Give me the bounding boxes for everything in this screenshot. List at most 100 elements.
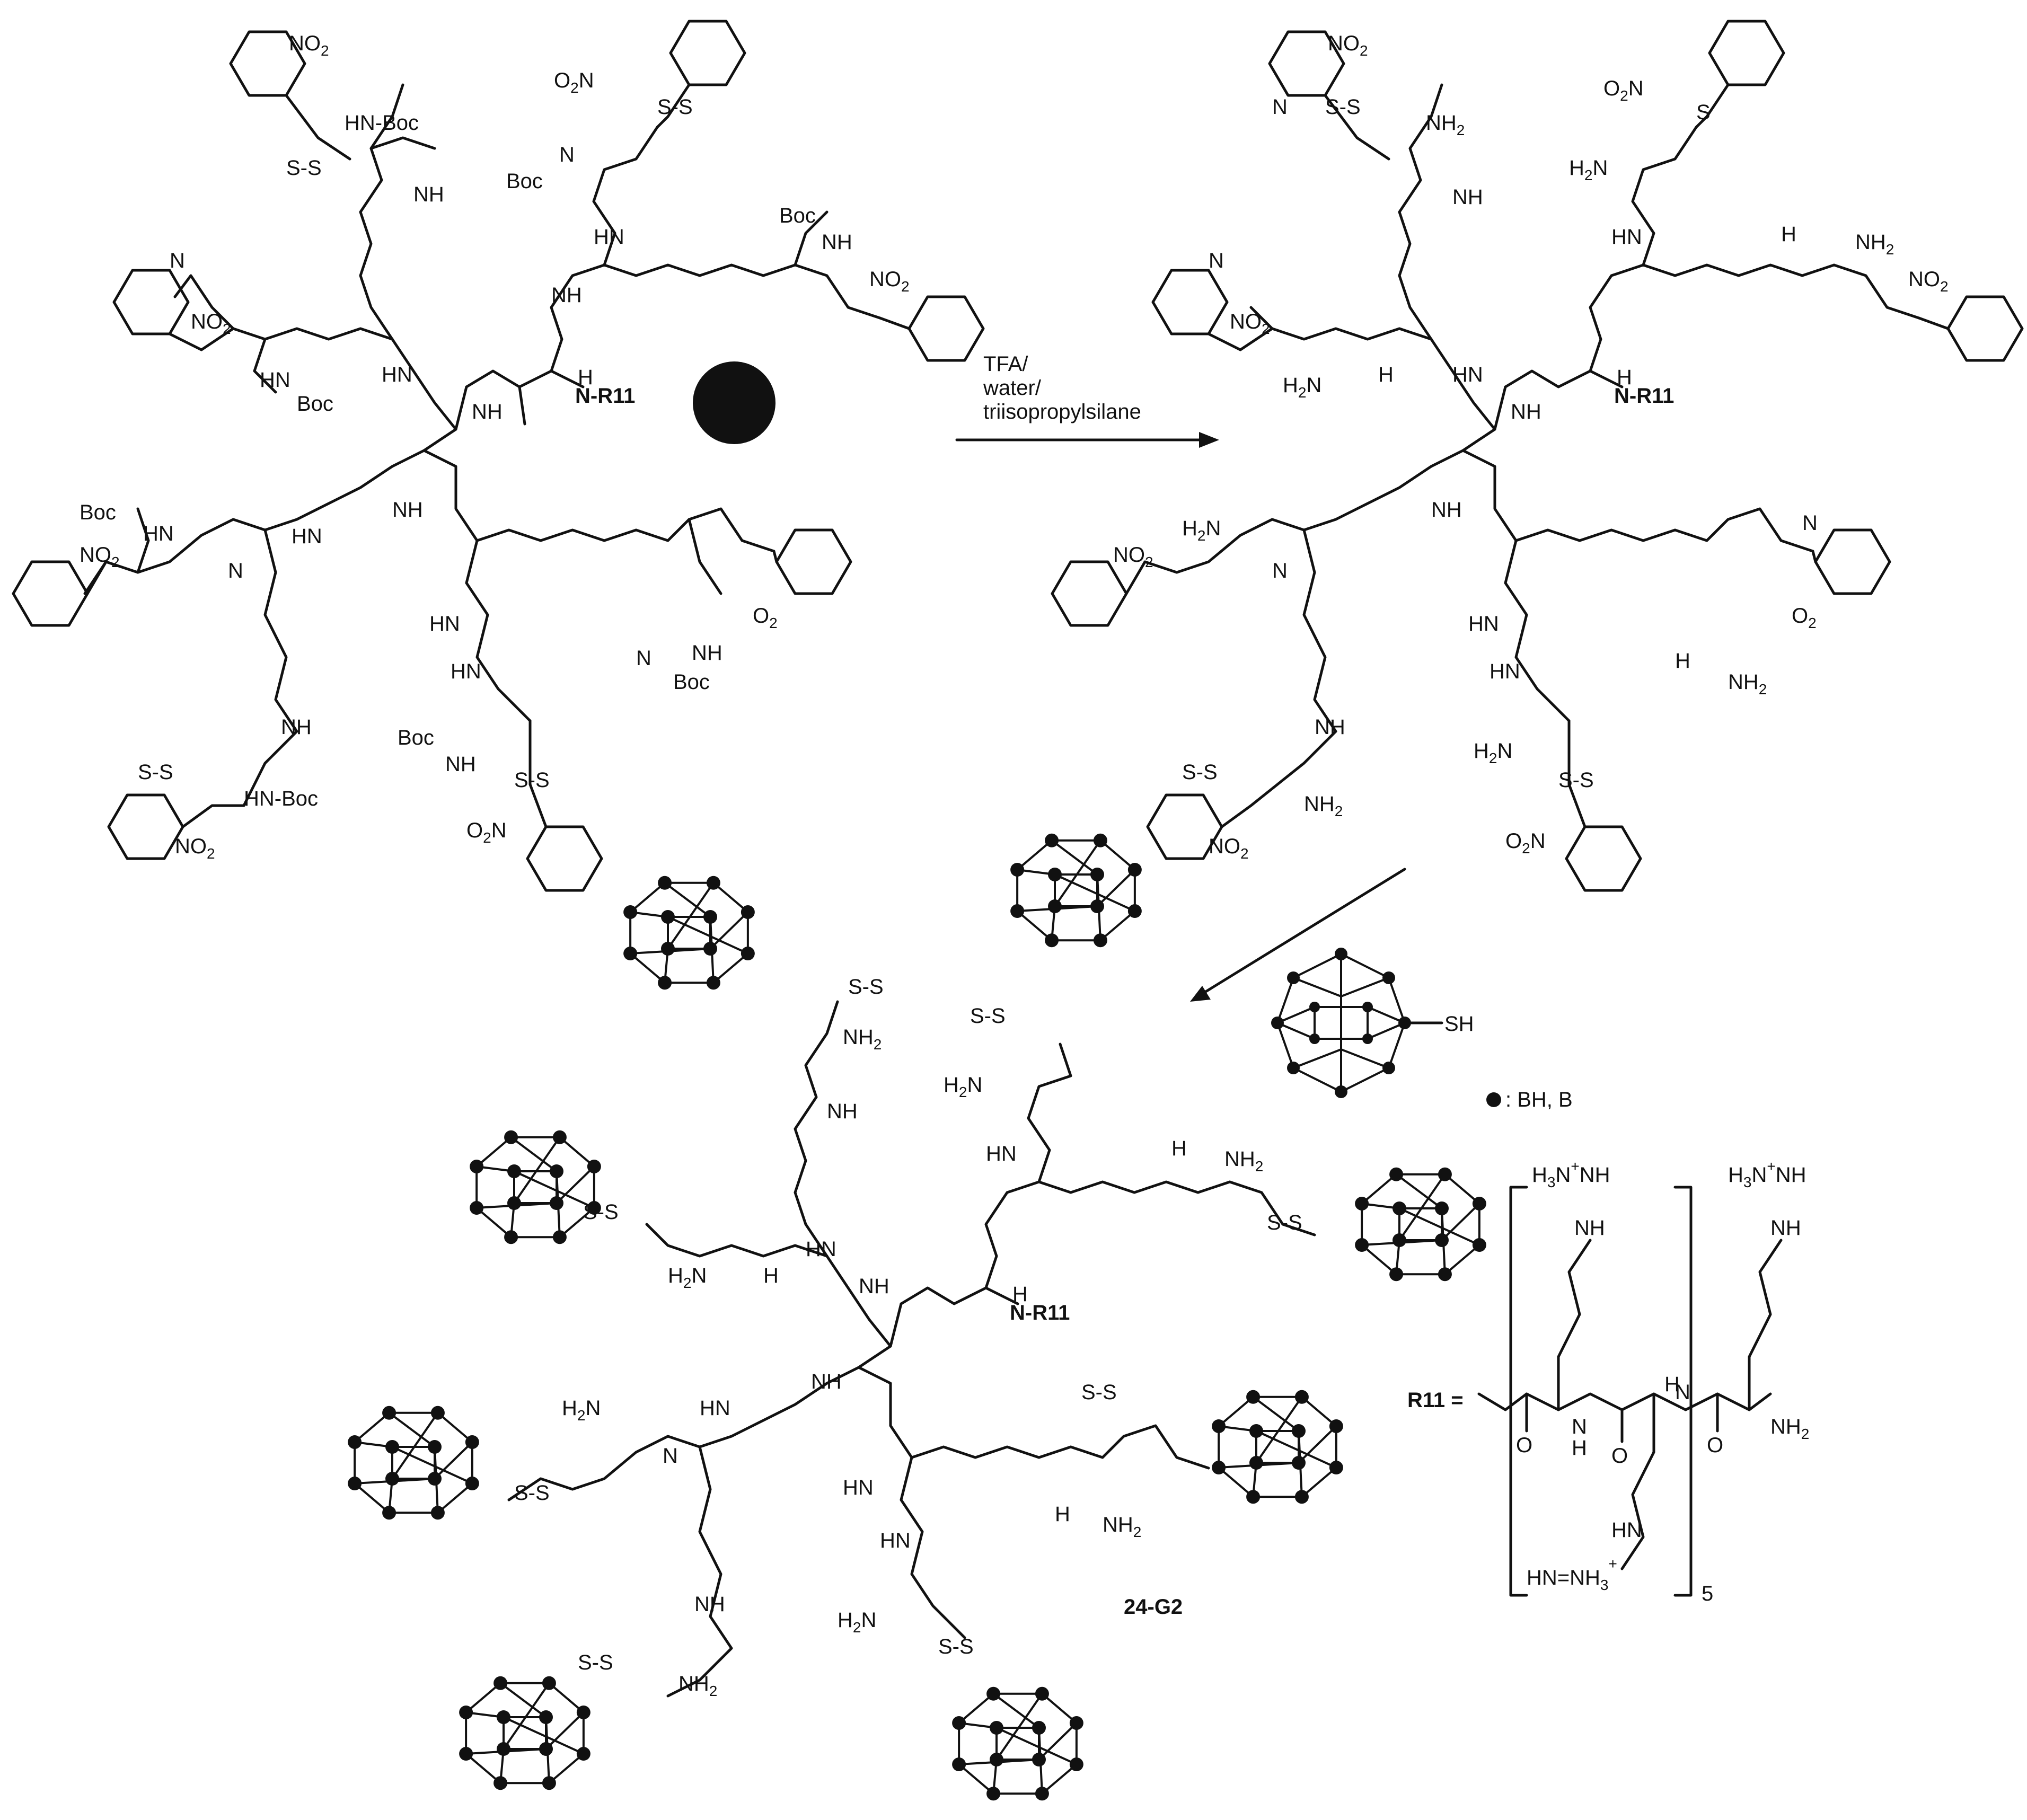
label-nh2: NH2 <box>1728 670 1767 697</box>
boron-atom-dot <box>990 1721 1003 1735</box>
label-boc: Boc <box>398 726 434 749</box>
label-hn: HN <box>1468 612 1499 635</box>
label-nh: NH <box>472 400 503 423</box>
legend-dot <box>1486 1092 1501 1107</box>
repeat-count: 5 <box>1702 1582 1713 1605</box>
label-nh: NH <box>1511 400 1541 423</box>
label-nh: NH <box>1452 185 1483 209</box>
boron-atom-dot <box>623 905 638 919</box>
boron-atom-dot <box>741 947 755 961</box>
label-hn: HN <box>700 1397 730 1420</box>
label-o: O <box>1707 1434 1723 1457</box>
label-nh: NH <box>392 498 423 522</box>
label-no2: O2N <box>466 819 507 846</box>
label-no2: O2 <box>753 604 778 631</box>
label-n: N <box>1209 249 1224 272</box>
boron-atom-dot <box>493 1676 508 1690</box>
label-nh: NH <box>859 1275 889 1298</box>
boron-atom-dot <box>952 1757 966 1772</box>
label-nh: NH <box>551 284 582 307</box>
label-n-r11: N-R11 <box>1010 1301 1070 1324</box>
boron-atom-dot <box>587 1159 601 1173</box>
boron-atom-dot <box>1045 833 1059 847</box>
label-h: H <box>1572 1436 1587 1460</box>
boron-atom-dot <box>1127 904 1142 918</box>
boron-atom-dot <box>1035 1686 1049 1701</box>
boron-atom-dot <box>459 1747 473 1761</box>
boron-atom-dot <box>1035 1787 1049 1801</box>
boron-atom-dot <box>1435 1233 1449 1247</box>
label-n: N <box>1675 1381 1690 1404</box>
label-nh2: NH2 <box>678 1672 717 1699</box>
boron-atom-dot <box>504 1230 518 1244</box>
boron-atom-dot <box>1438 1167 1452 1181</box>
boron-atom-dot <box>658 876 672 890</box>
label-nh: NH <box>694 1593 725 1616</box>
label-s-s: S-S <box>514 768 550 792</box>
label-no2: NO2 <box>175 835 215 862</box>
boron-atom-dot <box>542 1776 556 1790</box>
boron-atom-dot <box>539 1742 553 1756</box>
label-h2n: H2N <box>1283 374 1321 401</box>
label-hn-boc: HN-Boc <box>345 111 419 135</box>
boron-atom-dot <box>430 1406 445 1420</box>
boron-atom-dot <box>1472 1238 1486 1252</box>
label-h: H <box>1664 1373 1680 1396</box>
boron-atom-dot <box>552 1230 567 1244</box>
boron-atom-dot <box>459 1705 473 1719</box>
label-nh: NH <box>1770 1216 1801 1240</box>
label-s-s: S-S <box>578 1651 613 1674</box>
boron-atom-dot <box>661 910 675 924</box>
boron-atom-dot <box>428 1472 442 1486</box>
boron-atom-dot <box>348 1477 362 1491</box>
label-no2: NO2 <box>1328 32 1368 59</box>
label-nh: NH <box>827 1100 858 1123</box>
label-h: H <box>763 1264 779 1287</box>
reagent-line-1: TFA/ <box>983 352 1028 376</box>
boron-atom-dot <box>1093 933 1107 948</box>
boron-atom-dot <box>552 1130 567 1144</box>
boron-atom-dot <box>1393 1201 1406 1215</box>
label-hn: HN <box>594 225 624 249</box>
label-no2-left: O2N <box>554 69 594 96</box>
label-boc: Boc <box>506 170 543 193</box>
label-nh2: NH2 <box>1304 792 1343 819</box>
boron-atom-dot <box>382 1406 396 1420</box>
label-n: N <box>1572 1415 1587 1438</box>
label-boc: Boc <box>779 204 816 227</box>
boron-atom-dot <box>1246 1490 1261 1504</box>
label-s-s: S-S <box>1081 1381 1117 1404</box>
boron-atom-dot <box>1032 1721 1046 1735</box>
label-nh: NH <box>822 231 852 254</box>
product-dendrimer: S-S NH2 NH S-S H2N HN H NH2 S-S S-S H2N … <box>507 975 1316 1699</box>
label-h: H <box>1675 649 1690 673</box>
label-h2n: H2N <box>1474 739 1512 766</box>
boron-atom-dot <box>470 1159 484 1173</box>
label-n: N <box>228 559 243 582</box>
carborane-cage-icon <box>623 876 755 990</box>
label-hn: HN <box>292 525 322 548</box>
boron-atom-dot <box>1294 1390 1309 1404</box>
r11-definition: R11 = 5 O O O N H H N NH2 NH H3N+NH NH H… <box>1407 1158 1809 1605</box>
boron-atom-dot <box>1069 1757 1083 1772</box>
label-s-s: S-S <box>286 156 322 180</box>
label-nh2: NH2 <box>1770 1415 1809 1442</box>
resin-bead <box>693 361 775 444</box>
boron-atom-dot <box>706 976 720 990</box>
boron-atom-dot <box>576 1747 591 1761</box>
boron-atom-dot <box>348 1435 362 1449</box>
boron-atom-dot <box>1292 1424 1306 1438</box>
boron-atom-dot <box>430 1506 445 1520</box>
label-h2n: H2N <box>838 1609 876 1636</box>
carborane-cage-icon <box>459 1676 591 1790</box>
label-nh2: NH2 <box>1224 1147 1263 1174</box>
boron-atom-dot <box>1472 1196 1486 1211</box>
label-nh: NH <box>445 753 476 776</box>
boron-atom-dot <box>576 1705 591 1719</box>
boron-atom-dot <box>703 942 717 956</box>
carborane-cage-icon <box>348 1406 479 1520</box>
boron-atom-dot <box>507 1164 521 1178</box>
boron-atom-dot <box>1246 1390 1261 1404</box>
boron-atom-dot <box>990 1753 1003 1766</box>
